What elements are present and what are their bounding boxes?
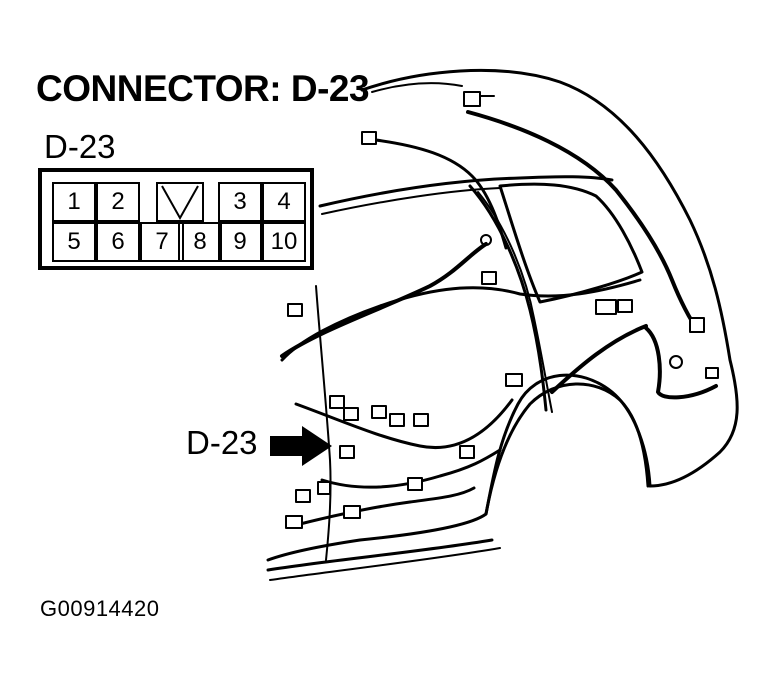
connector-face-label: D-23 [44, 128, 116, 165]
wire-harness-window [280, 242, 488, 358]
rocker-panel-line [266, 538, 494, 572]
pin-3: 3 [218, 182, 262, 222]
b-pillar [315, 285, 332, 561]
connector-door [505, 373, 523, 387]
title-leader-line [371, 82, 463, 93]
connector-rear-lamp [689, 317, 705, 333]
callout-arrow-icon [270, 426, 332, 466]
connector-pillar [287, 303, 303, 317]
connector-title: CONNECTOR: D-23 [36, 68, 370, 109]
wire-harness-roof [374, 138, 508, 250]
pin-7: 7 [140, 222, 184, 262]
pin-10: 10 [262, 222, 306, 262]
connector-cluster [285, 395, 475, 529]
connector-face-diagram: 1 2 3 4 5 6 7 8 9 10 [38, 168, 314, 270]
connector-rear-lower [669, 355, 719, 379]
rocker-panel-line-2 [269, 547, 501, 581]
connector-window [480, 234, 497, 285]
wire-harness-lower [294, 398, 514, 449]
quarter-window [498, 182, 644, 304]
rear-door-outline [468, 184, 548, 412]
vehicle-body-outline [266, 68, 739, 562]
figure-id: G00914420 [40, 596, 160, 621]
pin-2: 2 [96, 182, 140, 222]
wire-harness-lower-2 [320, 448, 502, 489]
pin-9: 9 [218, 222, 262, 262]
wire-harness-rear [644, 326, 718, 400]
callout-label: D-23 [186, 424, 258, 461]
pin-5: 5 [52, 222, 96, 262]
connector-quarter-a [595, 299, 633, 315]
wire-harness-floor [298, 486, 476, 526]
connector-roof-rear [463, 91, 495, 107]
roof-rail [318, 175, 614, 208]
pin-1: 1 [52, 182, 96, 222]
wire-harness-main [466, 110, 700, 332]
wire-harness-quarter [550, 324, 648, 394]
belt-line [280, 278, 642, 362]
pin-8: 8 [178, 222, 222, 262]
wheel-arch [484, 382, 650, 516]
key-notch-icon [156, 182, 204, 222]
pin-6: 6 [96, 222, 140, 262]
connector-roof-front [361, 131, 377, 145]
pin-4: 4 [262, 182, 306, 222]
